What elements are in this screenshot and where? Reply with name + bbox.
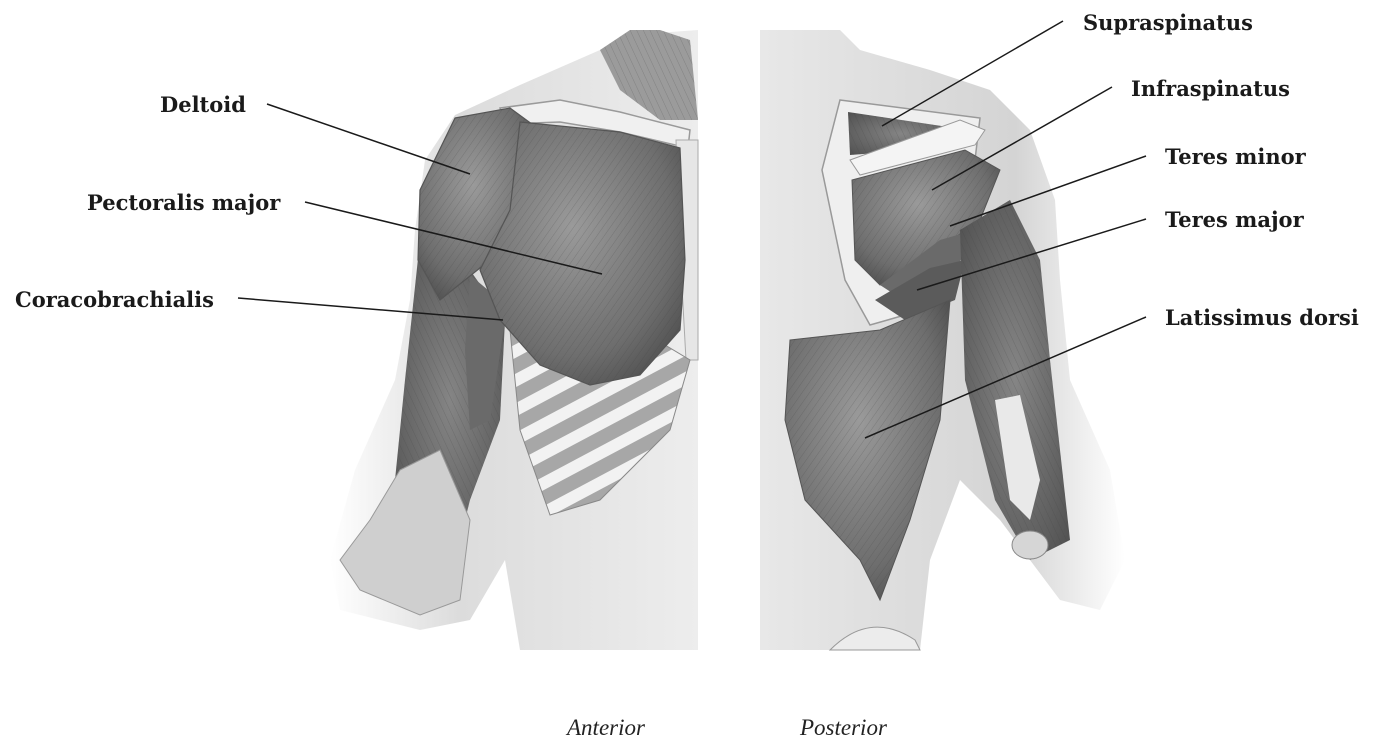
label-supraspinatus: Supraspinatus xyxy=(1083,12,1253,33)
label-coracobrachialis: Coracobrachialis xyxy=(15,289,214,310)
label-teres-major: Teres major xyxy=(1165,209,1304,230)
label-teres-minor: Teres minor xyxy=(1165,146,1306,167)
label-latissimus-dorsi: Latissimus dorsi xyxy=(1165,307,1359,328)
label-infraspinatus: Infraspinatus xyxy=(1131,78,1290,99)
label-deltoid: Deltoid xyxy=(160,94,246,115)
label-pectoralis-major: Pectoralis major xyxy=(87,192,280,213)
posterior-figure xyxy=(760,30,1125,650)
caption-posterior: Posterior xyxy=(800,715,887,741)
anterior-figure xyxy=(330,30,698,650)
elbow xyxy=(1012,531,1048,559)
caption-anterior: Anterior xyxy=(567,715,645,741)
